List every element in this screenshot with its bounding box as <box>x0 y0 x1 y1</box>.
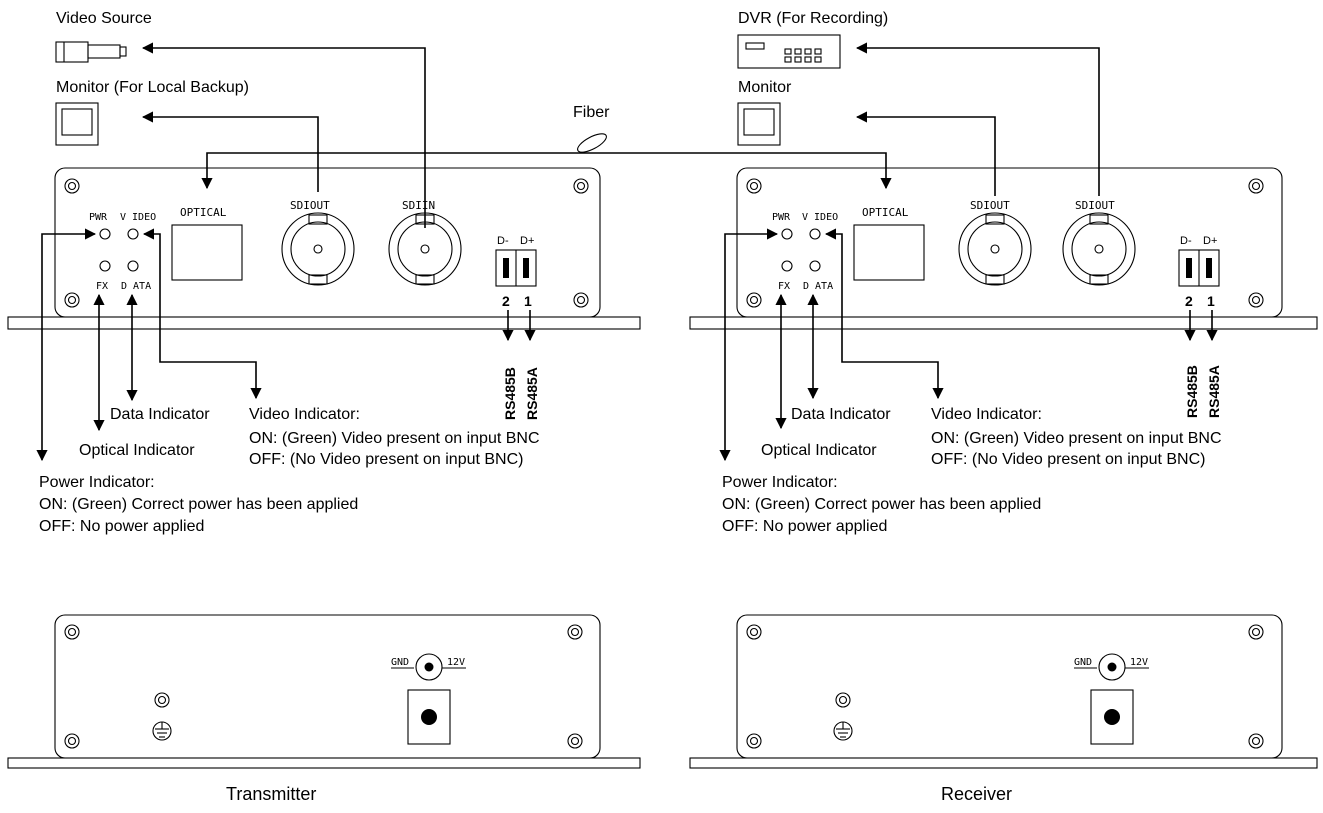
video-indicator-off: OFF: (No Video present on input BNC) <box>249 451 524 468</box>
optical-indicator-label: Optical Indicator <box>761 442 877 459</box>
12v-label: 12V <box>447 657 465 668</box>
receiver-section: DVR (For Recording) Monitor PWR V IDEO <box>689 10 1318 804</box>
data-indicator-label: Data Indicator <box>110 406 210 423</box>
camera-icon <box>55 41 127 63</box>
power-indicator-title: Power Indicator: <box>39 474 155 491</box>
fiber-cable <box>201 152 892 190</box>
monitor-icon <box>55 102 99 146</box>
sdi-out-1-bnc <box>958 212 1032 286</box>
video-led <box>809 228 821 240</box>
video-indicator-on: ON: (Green) Video present on input BNC <box>249 430 540 447</box>
video-indicator-on: ON: (Green) Video present on input BNC <box>931 430 1222 447</box>
d-plus-label: D+ <box>520 235 534 247</box>
data-label: D ATA <box>121 281 151 292</box>
power-indicator-off: OFF: No power applied <box>39 518 204 535</box>
dc-jack-polarity-icon <box>1074 653 1149 681</box>
sdi-in-bnc <box>388 212 462 286</box>
12v-label: 12V <box>1130 657 1148 668</box>
power-indicator-leader <box>719 228 779 462</box>
rs485b-label: RS485B <box>1184 365 1200 418</box>
pwr-label: PWR <box>89 212 108 223</box>
receiver-rear-panel: GND 12V <box>689 614 1318 769</box>
gnd-label: GND <box>391 657 409 668</box>
receiver-front-panel: PWR V IDEO FX D ATA OPTICAL SDIOUT SDIOU… <box>689 167 1318 330</box>
fiber-label: Fiber <box>573 104 610 121</box>
power-indicator-on: ON: (Green) Correct power has been appli… <box>39 496 358 513</box>
pwr-led <box>99 228 111 240</box>
optical-port <box>853 224 925 281</box>
dvr-label: DVR (For Recording) <box>738 10 888 27</box>
video-indicator-title: Video Indicator: <box>931 406 1042 423</box>
pin-1-label: 1 <box>1207 293 1215 309</box>
sdi-out-cable <box>141 111 319 192</box>
power-indicator-leader <box>36 228 97 462</box>
dc-power-jack <box>1090 689 1134 745</box>
ground-screw-icon <box>154 692 170 708</box>
data-led <box>809 260 821 272</box>
rs485b-label: RS485B <box>502 367 518 420</box>
sdi-out-label: SDIOUT <box>290 199 330 212</box>
data-led <box>127 260 139 272</box>
gnd-label: GND <box>1074 657 1092 668</box>
pin-1-label: 1 <box>524 293 532 309</box>
pwr-led <box>781 228 793 240</box>
ground-screw-icon <box>835 692 851 708</box>
pin-2-label: 2 <box>1185 293 1193 309</box>
sdi-in-label: SDIIN <box>402 199 435 212</box>
video-indicator-title: Video Indicator: <box>249 406 360 423</box>
pin-2-label: 2 <box>502 293 510 309</box>
optical-label: OPTICAL <box>862 206 909 219</box>
d-minus-label: D- <box>497 235 509 247</box>
rs485-terminal <box>495 249 537 287</box>
sdi-in-cable <box>141 42 426 228</box>
fiber-loop <box>577 133 607 153</box>
sdi-out-2-bnc <box>1062 212 1136 286</box>
transmitter-front-panel: PWR V IDEO FX D ATA OPTICAL SDIOUT SDIIN <box>7 167 641 330</box>
power-indicator-on: ON: (Green) Correct power has been appli… <box>722 496 1041 513</box>
ground-symbol-icon <box>152 721 172 741</box>
video-indicator-leader <box>824 228 944 400</box>
d-plus-label: D+ <box>1203 235 1217 247</box>
fx-label: FX <box>778 281 790 292</box>
dvr-icon <box>737 34 841 69</box>
sdi-out-2-label: SDIOUT <box>1075 199 1115 212</box>
d-minus-label: D- <box>1180 235 1192 247</box>
video-label: V IDEO <box>802 212 838 223</box>
monitor-icon <box>737 102 781 146</box>
video-label: V IDEO <box>120 212 156 223</box>
video-indicator-leader <box>142 228 262 400</box>
sdi-out-2-cable <box>855 42 1100 196</box>
ground-symbol-icon <box>833 721 853 741</box>
dc-jack-polarity-icon <box>391 653 466 681</box>
monitor-local-label: Monitor (For Local Backup) <box>56 79 249 96</box>
sdi-out-1-label: SDIOUT <box>970 199 1010 212</box>
video-led <box>127 228 139 240</box>
power-indicator-off: OFF: No power applied <box>722 518 887 535</box>
fx-led <box>99 260 111 272</box>
power-indicator-title: Power Indicator: <box>722 474 838 491</box>
optical-label: OPTICAL <box>180 206 227 219</box>
optical-port <box>171 224 243 281</box>
video-indicator-off: OFF: (No Video present on input BNC) <box>931 451 1206 468</box>
transmitter-caption: Transmitter <box>226 784 316 804</box>
sdi-out-bnc <box>281 212 355 286</box>
dc-power-jack <box>407 689 451 745</box>
data-label: D ATA <box>803 281 833 292</box>
transmitter-rear-panel: GND 12V <box>7 614 641 769</box>
rs485a-label: RS485A <box>524 367 540 420</box>
fx-label: FX <box>96 281 108 292</box>
rs485-terminal <box>1178 249 1220 287</box>
pwr-label: PWR <box>772 212 791 223</box>
fx-led <box>781 260 793 272</box>
optical-indicator-label: Optical Indicator <box>79 442 195 459</box>
rs485a-label: RS485A <box>1206 365 1222 418</box>
data-indicator-label: Data Indicator <box>791 406 891 423</box>
receiver-caption: Receiver <box>941 784 1012 804</box>
video-source-label: Video Source <box>56 10 152 27</box>
transmitter-section: Video Source Monitor (For Local Backup) … <box>7 10 892 804</box>
monitor-label: Monitor <box>738 79 792 96</box>
sdi-out-1-cable <box>855 111 996 196</box>
